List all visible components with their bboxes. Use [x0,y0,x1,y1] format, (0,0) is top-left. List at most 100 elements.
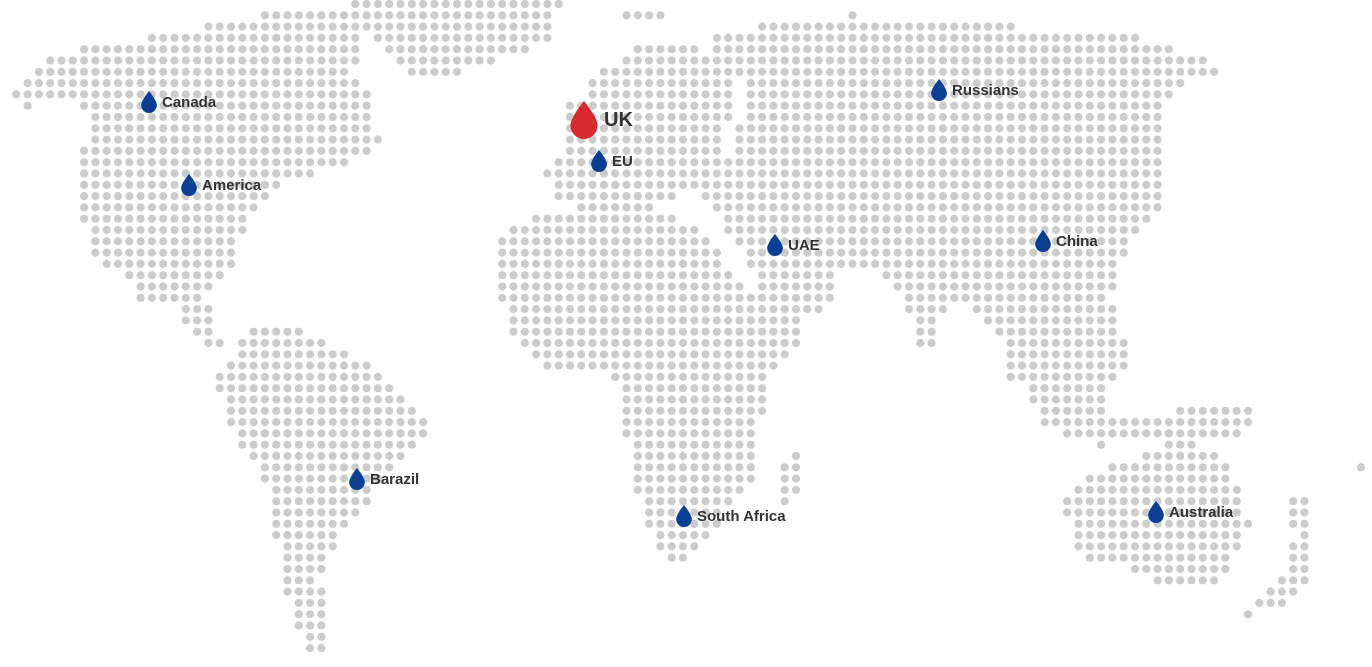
map-dot [339,384,349,393]
map-dot [159,33,168,43]
map-dot [893,271,902,280]
map-dot [351,11,360,20]
marker-canada[interactable]: Canada [141,91,216,113]
map-dot [791,169,801,178]
map-dot [159,79,168,88]
map-dot [791,90,801,99]
map-dot [961,33,970,43]
marker-uae[interactable]: UAE [767,234,820,256]
map-dot [667,214,676,223]
map-dot [848,237,857,246]
marker-uk[interactable]: UK [570,101,633,139]
map-dot [1198,564,1207,574]
map-dot [520,248,529,257]
map-dot [735,316,744,325]
map-dot [1029,67,1038,76]
map-dot [317,22,326,31]
map-dot [520,259,529,268]
map-dot [193,158,202,167]
map-dot [1040,350,1049,359]
map-dot [927,101,936,110]
map-dot [520,271,529,280]
map-dot [249,67,258,76]
marker-south-africa[interactable]: South Africa [676,505,786,527]
map-dot [193,135,202,144]
map-dot [599,192,609,201]
map-dot [724,203,733,212]
map-dot [780,22,789,31]
map-dot [893,192,902,201]
map-dot [656,350,665,359]
map-dot [317,485,326,494]
map-dot [1097,282,1106,291]
map-dot [1051,316,1060,325]
map-dot [1142,553,1151,562]
map-dot [91,56,100,65]
map-dot [1063,56,1072,65]
map-dot [170,135,179,144]
map-dot [136,169,145,178]
map-dot [46,67,55,76]
map-dot [667,463,676,472]
map-dot [1198,451,1207,461]
map-dot [543,11,552,20]
map-dot [712,429,722,438]
map-dot [204,67,213,76]
map-dot [339,508,349,517]
map-dot [226,225,236,235]
map-dot [554,158,563,167]
map-dot [882,56,891,65]
map-dot [848,225,857,235]
map-dot [746,33,755,43]
map-dot [294,45,303,54]
map-dot [645,282,654,291]
map-dot [306,576,315,585]
map-dot [113,135,123,144]
map-dot [791,316,801,325]
map-dot [1040,316,1049,325]
map-dot [984,225,993,235]
map-dot [407,67,416,76]
map-dot [938,180,948,189]
map-dot [294,372,303,381]
map-dot [351,429,360,438]
map-dot [667,135,676,144]
map-dot [588,338,597,348]
map-dot [419,0,428,9]
map-dot [294,395,303,404]
map-dot [859,180,868,189]
map-dot [927,124,936,133]
map-dot [1097,146,1106,155]
map-dot [272,429,281,438]
map-dot [125,237,134,246]
map-dot [701,67,710,76]
marker-barazil[interactable]: Barazil [349,468,419,490]
map-dot [238,169,247,178]
map-dot [147,237,156,246]
map-dot [690,463,699,472]
marker-america[interactable]: America [181,174,261,196]
map-dot [927,203,936,212]
map-dot [848,169,857,178]
map-dot [916,90,925,99]
map-dot [238,214,247,223]
map-dot [667,327,676,336]
map-dot [791,248,801,257]
map-dot [1142,451,1151,461]
map-dot [950,214,959,223]
map-dot [712,45,722,54]
marker-china[interactable]: China [1035,230,1098,252]
map-dot [927,146,936,155]
map-dot [1074,192,1083,201]
map-dot [294,350,303,359]
marker-russians[interactable]: Russians [931,79,1019,101]
map-dot [294,384,303,393]
marker-australia[interactable]: Australia [1148,501,1233,523]
map-dot [1221,553,1230,562]
map-dot [1029,259,1038,268]
map-dot [204,271,213,280]
map-dot [46,79,55,88]
map-dot [102,67,111,76]
marker-eu[interactable]: EU [591,150,633,172]
map-dot [1130,485,1140,494]
